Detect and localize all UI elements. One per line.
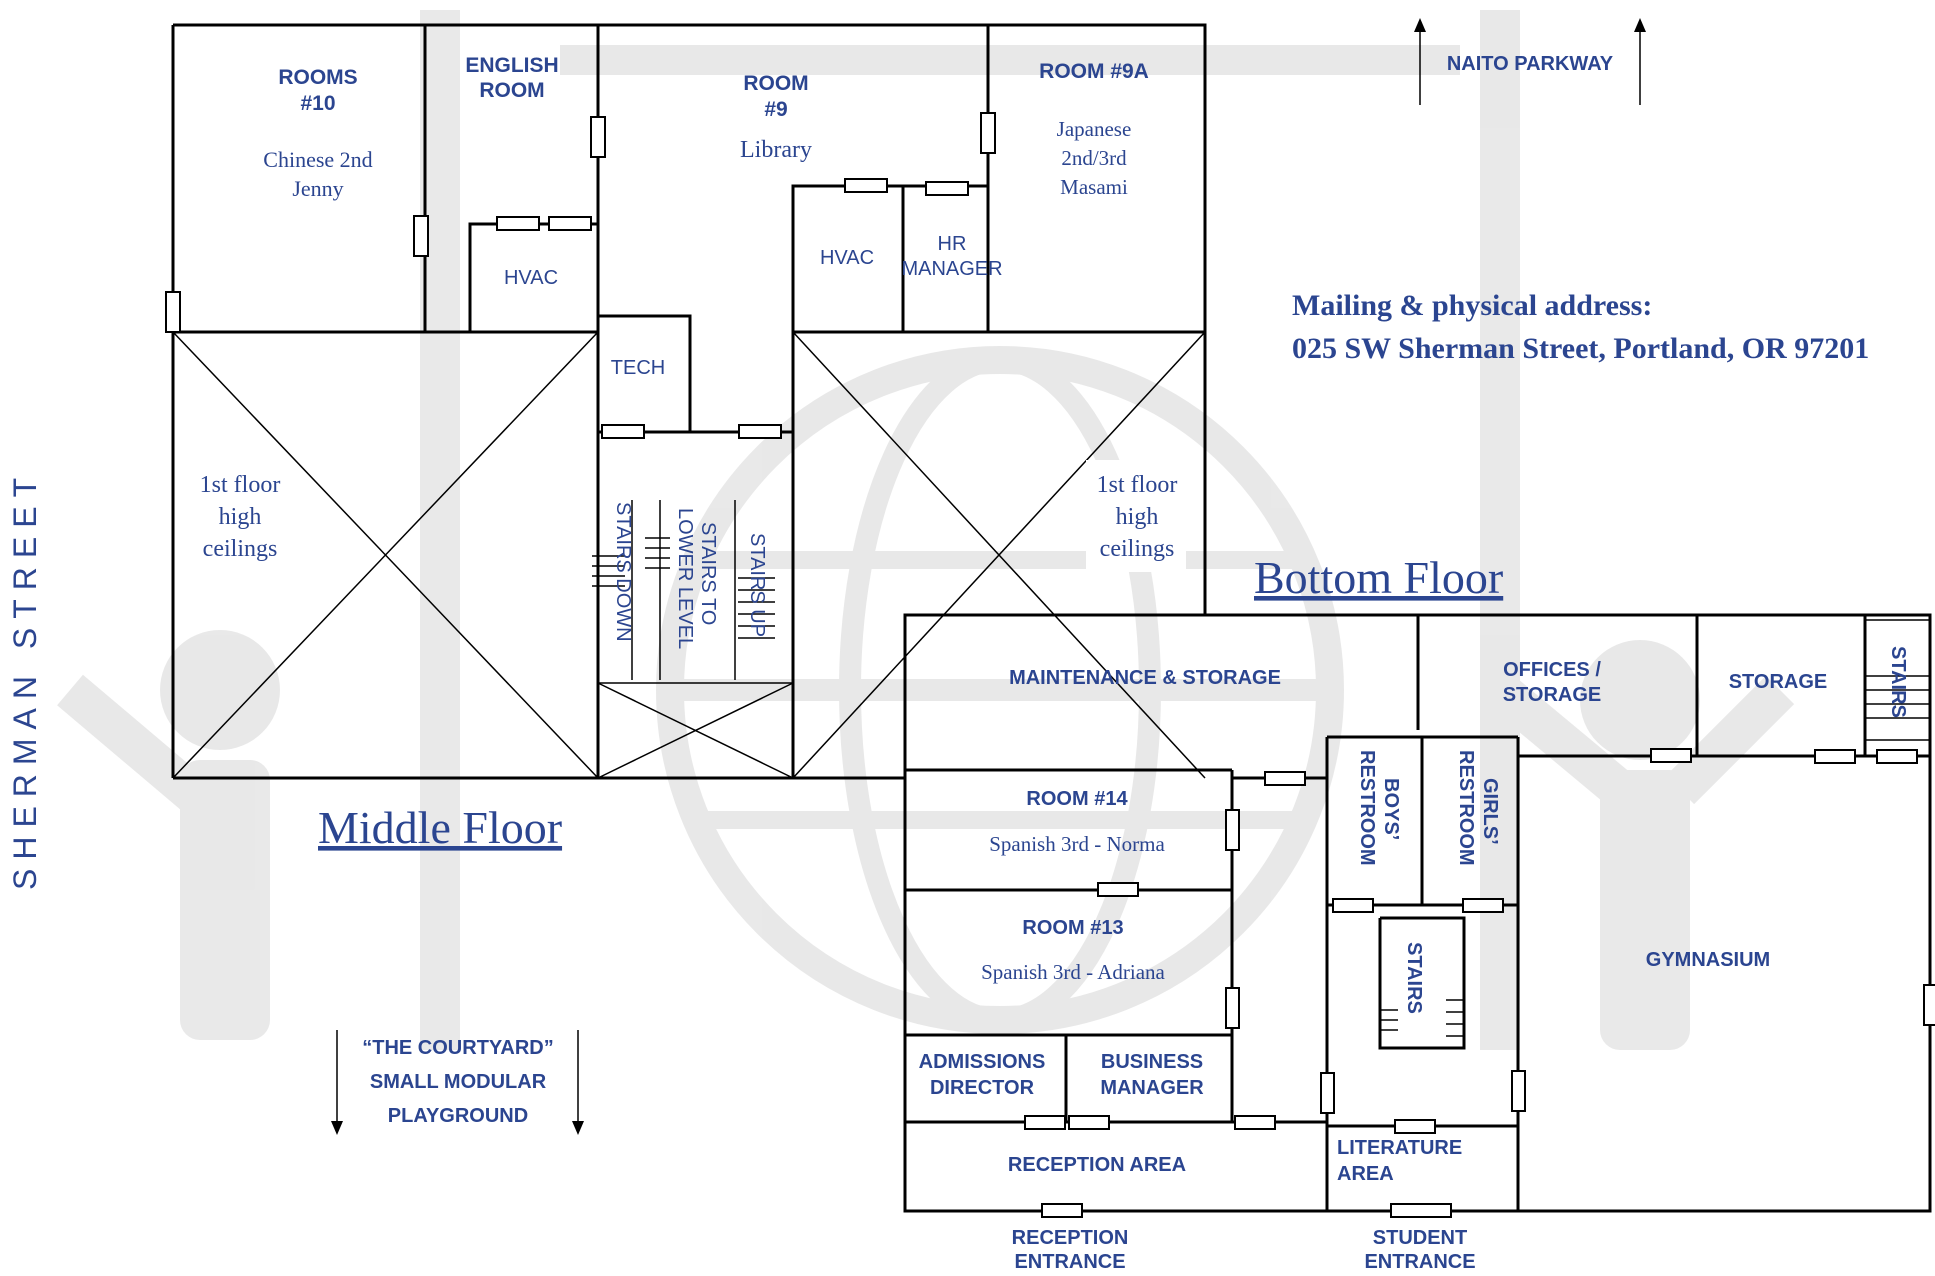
stairs-right-label: STAIRS xyxy=(1887,646,1909,718)
high-left-line2: high xyxy=(219,504,262,530)
stairs-up-label: STAIRS UP xyxy=(746,533,768,637)
watermark-logo xyxy=(57,10,1795,1050)
parkway-arrows xyxy=(1414,18,1646,105)
business-line1: BUSINESS xyxy=(1101,1051,1203,1073)
room9a-sub2: 2nd/3rd xyxy=(1061,146,1127,170)
room10-name1: ROOMS xyxy=(278,66,357,89)
girls-restroom-line1: GIRLS’ xyxy=(1479,778,1501,845)
room14-sub: Spanish 3rd - Norma xyxy=(989,832,1165,856)
reception-area-label: RECEPTION AREA xyxy=(1008,1154,1186,1176)
maintenance-label: MAINTENANCE & STORAGE xyxy=(1009,667,1281,689)
stairs-center-label: STAIRS xyxy=(1403,942,1425,1014)
admissions-line2: DIRECTOR xyxy=(930,1077,1035,1099)
stairs-lower-line2: LOWER LEVEL xyxy=(674,508,696,649)
room10-sub1: Chinese 2nd xyxy=(263,147,372,172)
address-line2: 025 SW Sherman Street, Portland, OR 9720… xyxy=(1292,332,1869,365)
student-entrance-line2: ENTRANCE xyxy=(1364,1251,1475,1271)
room9-name1: ROOM xyxy=(743,72,808,95)
street-label: SHERMAN STREET xyxy=(7,469,43,890)
hvac-left-label: HVAC xyxy=(504,267,558,289)
address-line1: Mailing & physical address: xyxy=(1292,289,1652,322)
reception-entrance-line1: RECEPTION xyxy=(1012,1227,1129,1249)
parkway-label: NAITO PARKWAY xyxy=(1447,53,1614,75)
literature-line2: AREA xyxy=(1337,1163,1394,1185)
gymnasium-label: GYMNASIUM xyxy=(1646,949,1770,971)
room13-sub: Spanish 3rd - Adriana xyxy=(981,960,1165,984)
room9-sub: Library xyxy=(740,137,812,163)
tech-label: TECH xyxy=(611,357,665,379)
room9a-sub3: Masami xyxy=(1060,175,1128,199)
courtyard-line1: “THE COURTYARD” xyxy=(362,1037,554,1059)
room14-name: ROOM #14 xyxy=(1026,788,1128,810)
hvac-right-label: HVAC xyxy=(820,247,874,269)
high-left-line3: ceilings xyxy=(203,536,278,562)
high-right-line1: 1st floor xyxy=(1097,472,1178,498)
room10-sub2: Jenny xyxy=(292,176,343,201)
bottom-floor-title: Bottom Floor xyxy=(1254,552,1503,603)
business-line2: MANAGER xyxy=(1100,1077,1204,1099)
boys-restroom-line2: RESTROOM xyxy=(1356,750,1378,866)
storage-label: STORAGE xyxy=(1729,671,1828,693)
room9a-name: ROOM #9A xyxy=(1039,60,1149,83)
student-entrance-line1: STUDENT xyxy=(1373,1227,1467,1249)
courtyard-arrows xyxy=(331,1030,584,1135)
courtyard-line2: SMALL MODULAR xyxy=(370,1071,547,1093)
stairs-down-label: STAIRS DOWN xyxy=(612,502,634,642)
english-room-name1: ENGLISH xyxy=(465,54,558,77)
offices-line1: OFFICES / xyxy=(1503,659,1601,681)
hr-manager-line2: MANAGER xyxy=(901,258,1002,280)
girls-restroom-line2: RESTROOM xyxy=(1455,750,1477,866)
high-ceilings-right: 1st floor high ceilings xyxy=(1086,460,1186,572)
literature-line1: LITERATURE xyxy=(1337,1137,1462,1159)
english-room-name2: ROOM xyxy=(479,79,544,102)
room13-name: ROOM #13 xyxy=(1022,917,1123,939)
room10-name2: #10 xyxy=(300,92,335,115)
reception-entrance-line2: ENTRANCE xyxy=(1014,1251,1125,1271)
high-left-line1: 1st floor xyxy=(200,472,281,498)
stairs-lower-line1: STAIRS TO xyxy=(697,522,719,625)
high-right-line2: high xyxy=(1116,504,1159,530)
room9a-sub1: Japanese xyxy=(1057,117,1132,141)
boys-restroom-line1: BOYS’ xyxy=(1380,778,1402,840)
hr-manager-line1: HR xyxy=(938,233,967,255)
high-right-line3: ceilings xyxy=(1100,536,1175,562)
room9-name2: #9 xyxy=(764,98,787,121)
offices-line2: STORAGE xyxy=(1503,684,1602,706)
admissions-line1: ADMISSIONS xyxy=(919,1051,1046,1073)
middle-floor-title: Middle Floor xyxy=(318,802,562,853)
courtyard-line3: PLAYGROUND xyxy=(388,1105,528,1127)
bottom-floor xyxy=(903,613,1935,1218)
high-ceilings-left: 1st floor high ceilings xyxy=(190,460,290,572)
middle-floor xyxy=(165,23,1207,780)
